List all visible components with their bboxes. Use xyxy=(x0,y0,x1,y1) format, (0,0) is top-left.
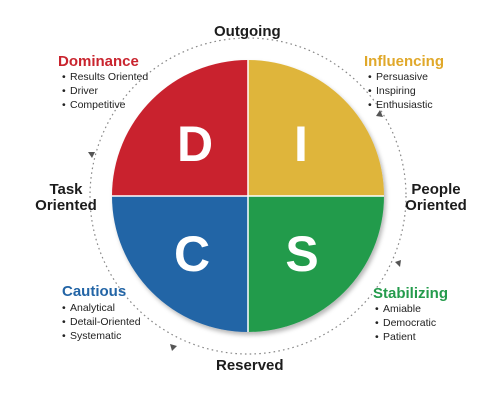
dominance-trait-item: Results Oriented xyxy=(62,70,148,84)
cautious-trait-item: Analytical xyxy=(62,301,141,315)
quadrant-dominance xyxy=(112,60,248,196)
stabilizing-trait-item: Patient xyxy=(375,330,436,344)
stabilizing-trait-item: Democratic xyxy=(375,316,436,330)
influencing-trait-item: Inspiring xyxy=(368,84,433,98)
arrow-left-icon xyxy=(88,152,95,158)
dominance-trait-item: Competitive xyxy=(62,98,148,112)
axis-label-task-line2: Oriented xyxy=(35,197,97,214)
letter-i: I xyxy=(294,116,308,172)
quadrant-cautious xyxy=(112,196,248,332)
axis-label-people-oriented: People Oriented xyxy=(395,182,477,214)
stabilizing-title: Stabilizing xyxy=(373,285,448,302)
letter-d: D xyxy=(177,116,213,172)
quadrant-stabilizing xyxy=(248,196,384,332)
arrow-bottom-left-icon xyxy=(170,344,177,351)
stabilizing-trait-item: Amiable xyxy=(375,302,436,316)
axis-label-task-oriented: Task Oriented xyxy=(26,182,106,214)
letter-s: S xyxy=(285,226,318,282)
dominance-traits: Results OrientedDriverCompetitive xyxy=(62,70,148,112)
axis-label-reserved: Reserved xyxy=(216,357,284,374)
quadrant-influencing xyxy=(248,60,384,196)
cautious-title: Cautious xyxy=(62,283,127,300)
axis-label-task-line1: Task xyxy=(49,181,83,198)
orbit-ring xyxy=(89,37,407,355)
influencing-traits: PersuasiveInspiringEnthusiastic xyxy=(368,70,433,112)
arrow-top-right-icon xyxy=(376,110,383,117)
disc-quadrants xyxy=(112,60,384,332)
cautious-trait-item: Systematic xyxy=(62,329,141,343)
arrow-bottom-right-icon xyxy=(395,260,401,267)
dominance-title: Dominance xyxy=(58,53,139,70)
influencing-trait-item: Persuasive xyxy=(368,70,433,84)
letter-c: C xyxy=(174,226,210,282)
cautious-traits: AnalyticalDetail-OrientedSystematic xyxy=(62,301,141,343)
dominance-trait-item: Driver xyxy=(62,84,148,98)
axis-label-people-line2: Oriented xyxy=(405,197,467,214)
axis-label-outgoing: Outgoing xyxy=(214,23,281,40)
axis-label-people-line1: People xyxy=(411,181,461,198)
cautious-trait-item: Detail-Oriented xyxy=(62,315,141,329)
influencing-trait-item: Enthusiastic xyxy=(368,98,433,112)
stabilizing-traits: AmiableDemocraticPatient xyxy=(375,302,436,344)
influencing-title: Influencing xyxy=(364,53,444,70)
